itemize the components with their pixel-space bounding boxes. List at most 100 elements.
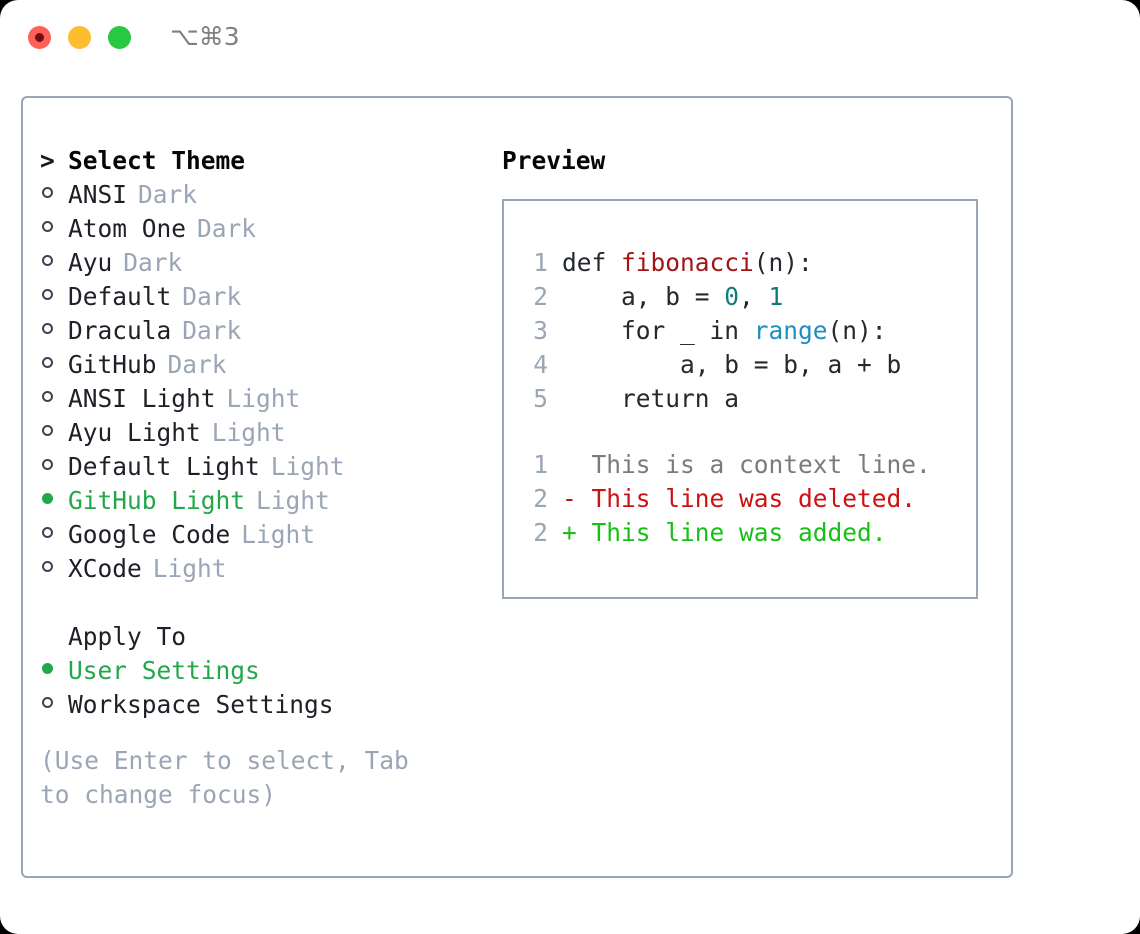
theme-name: Ayu Light bbox=[68, 418, 201, 447]
diff-marker: + bbox=[562, 518, 577, 547]
diff-line-number: 2 bbox=[533, 484, 548, 513]
diff-sample: 1 This is a context line.2- This line wa… bbox=[518, 448, 976, 550]
code-token: a, b = b, a + b bbox=[562, 350, 902, 379]
code-line-content: def fibonacci(n): bbox=[562, 246, 813, 280]
theme-name: GitHub Light bbox=[68, 486, 246, 515]
theme-option-row[interactable]: Ayu Dark bbox=[40, 246, 500, 280]
theme-option-row[interactable]: ANSI Dark bbox=[40, 178, 500, 212]
theme-name: Google Code bbox=[68, 520, 231, 549]
diff-line-content: This line was deleted. bbox=[591, 484, 917, 513]
theme-option-row[interactable]: Dracula Dark bbox=[40, 314, 500, 348]
code-line-number: 1 bbox=[533, 248, 548, 277]
diff-gap bbox=[518, 416, 976, 448]
theme-option-row[interactable]: XCode Light bbox=[40, 552, 500, 586]
code-line-number: 3 bbox=[533, 316, 548, 345]
code-line-content: a, b = b, a + b bbox=[562, 348, 901, 382]
theme-name: GitHub bbox=[68, 350, 157, 379]
apply-to-option-label: User Settings bbox=[68, 656, 260, 685]
apply-to-title: Apply To bbox=[68, 622, 187, 651]
minimize-button[interactable] bbox=[68, 26, 91, 49]
select-theme-header: > Select Theme bbox=[40, 144, 500, 178]
theme-option-row[interactable]: ANSI Light Light bbox=[40, 382, 500, 416]
apply-to-header: Apply To bbox=[40, 620, 500, 654]
theme-option-row[interactable]: GitHub Light Light bbox=[40, 484, 500, 518]
code-token: for _ in bbox=[562, 316, 754, 345]
traffic-lights bbox=[28, 26, 131, 49]
diff-spacer bbox=[577, 482, 592, 516]
close-button[interactable] bbox=[28, 26, 51, 49]
diff-marker bbox=[562, 448, 577, 482]
title-bar: ⌥⌘3 bbox=[0, 0, 1140, 78]
code-line: 5 return a bbox=[518, 382, 976, 416]
theme-option-row[interactable]: Default Light Light bbox=[40, 450, 500, 484]
code-token: fibonacci bbox=[621, 248, 754, 277]
theme-name: Ayu bbox=[68, 248, 113, 277]
code-line-content: return a bbox=[562, 382, 739, 416]
diff-line: 1 This is a context line. bbox=[518, 448, 976, 482]
section-title: Select Theme bbox=[68, 146, 246, 175]
code-token: (n): bbox=[827, 316, 887, 345]
theme-option-row[interactable]: Google Code Light bbox=[40, 518, 500, 552]
theme-variant-badge: Dark bbox=[182, 316, 242, 345]
apply-to-option-row[interactable]: Workspace Settings bbox=[40, 688, 500, 722]
theme-variant-badge: Dark bbox=[123, 248, 183, 277]
code-line-number: 5 bbox=[533, 384, 548, 413]
theme-variant-badge: Light bbox=[241, 520, 316, 549]
preview-title: Preview bbox=[502, 146, 606, 175]
theme-name: Dracula bbox=[68, 316, 172, 345]
code-line: 2 a, b = 0, 1 bbox=[518, 280, 976, 314]
theme-option-row[interactable]: GitHub Dark bbox=[40, 348, 500, 382]
theme-variant-badge: Light bbox=[226, 384, 301, 413]
theme-name: ANSI Light bbox=[68, 384, 216, 413]
diff-line-number: 1 bbox=[533, 450, 548, 479]
theme-variant-badge: Light bbox=[270, 452, 345, 481]
theme-option-row[interactable]: Ayu Light Light bbox=[40, 416, 500, 450]
code-line-number: 2 bbox=[533, 282, 548, 311]
theme-name: ANSI bbox=[68, 180, 128, 209]
diff-spacer bbox=[577, 516, 592, 550]
maximize-button[interactable] bbox=[108, 26, 131, 49]
diff-line: 2 + This line was added. bbox=[518, 516, 976, 550]
caret-icon: > bbox=[40, 146, 55, 175]
theme-variant-badge: Light bbox=[211, 418, 286, 447]
apply-to-option-row[interactable]: User Settings bbox=[40, 654, 500, 688]
theme-variant-badge: Dark bbox=[182, 282, 242, 311]
diff-line: 2- This line was deleted. bbox=[518, 482, 976, 516]
code-line: 1 def fibonacci(n): bbox=[518, 246, 976, 280]
theme-variant-badge: Dark bbox=[167, 350, 227, 379]
code-line-number: 4 bbox=[533, 350, 548, 379]
code-line-content: a, b = 0, 1 bbox=[562, 280, 783, 314]
diff-marker: - bbox=[562, 484, 577, 513]
theme-name: Atom One bbox=[68, 214, 187, 243]
theme-variant-badge: Light bbox=[256, 486, 330, 515]
code-token: , bbox=[739, 282, 769, 311]
keyboard-hint: (Use Enter to select, Tab to change focu… bbox=[40, 746, 424, 809]
keyboard-shortcut-label: ⌥⌘3 bbox=[170, 22, 240, 51]
code-line: 3 for _ in range(n): bbox=[518, 314, 976, 348]
diff-line-number: 2 bbox=[533, 518, 548, 547]
theme-name: Default Light bbox=[68, 452, 260, 481]
diff-line-content: This line was added. bbox=[591, 518, 887, 547]
theme-variant-badge: Dark bbox=[138, 180, 198, 209]
diff-spacer bbox=[577, 448, 592, 482]
theme-variant-badge: Light bbox=[152, 554, 227, 583]
code-token: a, b = bbox=[562, 282, 725, 311]
code-token: return a bbox=[562, 384, 740, 413]
theme-name: XCode bbox=[68, 554, 142, 583]
diff-line-content: This is a context line. bbox=[591, 450, 931, 479]
list-spacer bbox=[40, 586, 500, 620]
code-token: range bbox=[753, 316, 828, 345]
apply-to-option-label: Workspace Settings bbox=[68, 690, 334, 719]
code-token: def bbox=[562, 248, 622, 277]
code-token: 1 bbox=[768, 282, 784, 311]
